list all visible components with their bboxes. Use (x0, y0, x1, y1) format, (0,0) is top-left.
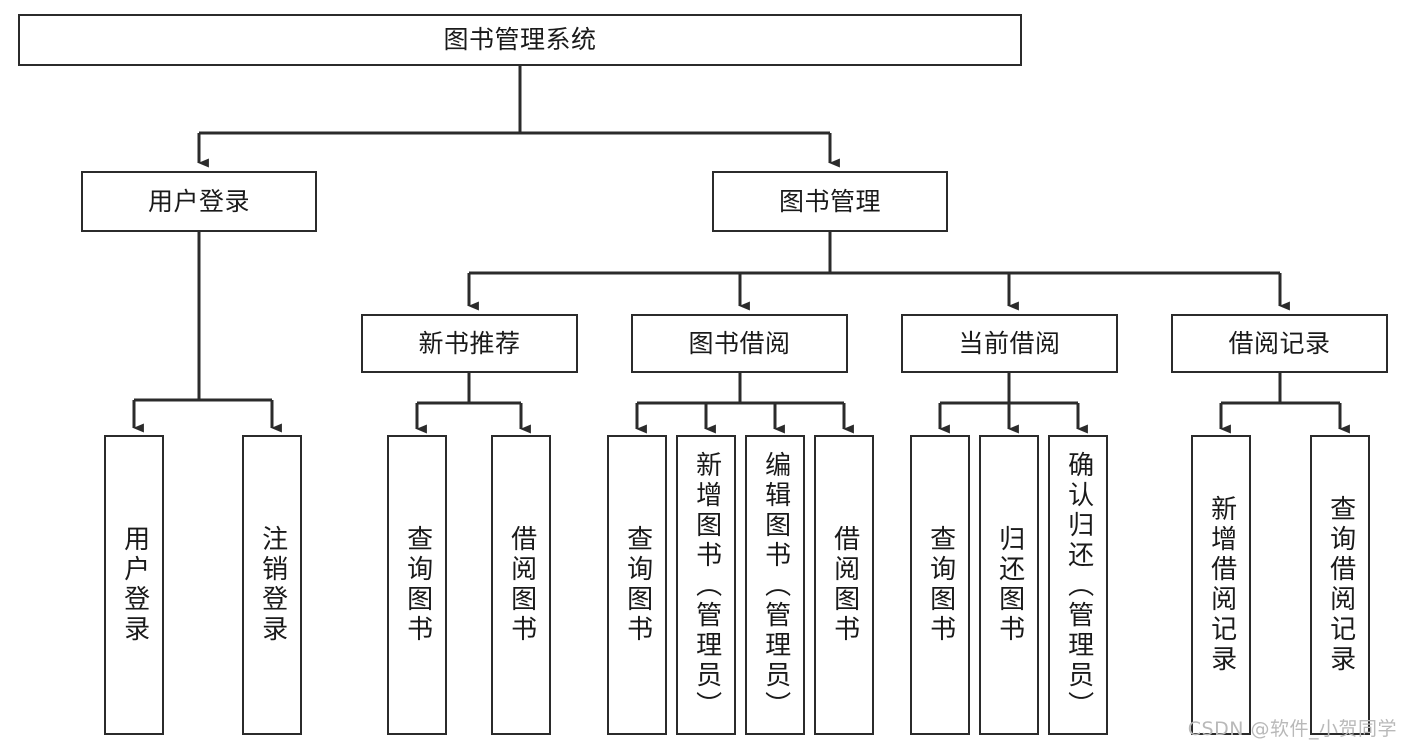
node-user-login[interactable]: 用户登录 (81, 171, 317, 232)
node-label: 图书管理系统 (443, 25, 597, 54)
leaf-edit-book-admin[interactable]: 编辑图书（管理员） (745, 435, 805, 735)
node-label: 归还图书 (994, 525, 1025, 645)
node-label: 图书借阅 (688, 328, 791, 358)
leaf-query-book-recommend[interactable]: 查询图书 (387, 435, 447, 735)
watermark: CSDN @软件_小贺同学 (1187, 718, 1397, 740)
node-label: 新书推荐 (418, 328, 521, 358)
node-label: 借阅图书 (829, 525, 860, 645)
node-new-book-recommend[interactable]: 新书推荐 (361, 314, 578, 373)
node-label: 查询图书 (622, 525, 653, 645)
node-label: 图书管理 (778, 186, 881, 216)
leaf-borrow-book[interactable]: 借阅图书 (814, 435, 874, 735)
node-label: 借阅图书 (506, 525, 537, 645)
leaf-add-book-admin[interactable]: 新增图书（管理员） (676, 435, 736, 735)
node-label: 用户登录 (147, 186, 250, 216)
node-borrow-record[interactable]: 借阅记录 (1171, 314, 1388, 373)
node-label: 新增借阅记录 (1206, 495, 1237, 675)
leaf-confirm-return-admin[interactable]: 确认归还（管理员） (1048, 435, 1108, 735)
node-label: 查询借阅记录 (1325, 495, 1356, 675)
node-label: 查询图书 (925, 525, 956, 645)
node-label: 查询图书 (402, 525, 433, 645)
node-label: 注销登录 (257, 525, 288, 645)
leaf-user-login[interactable]: 用户登录 (104, 435, 164, 735)
leaf-query-book-borrow[interactable]: 查询图书 (607, 435, 667, 735)
node-book-management[interactable]: 图书管理 (712, 171, 948, 232)
node-root-system[interactable]: 图书管理系统 (18, 14, 1022, 66)
node-label: 编辑图书（管理员） (760, 451, 791, 721)
node-label: 确认归还（管理员） (1063, 451, 1094, 721)
node-label: 新增图书（管理员） (691, 451, 722, 721)
leaf-borrow-book-recommend[interactable]: 借阅图书 (491, 435, 551, 735)
leaf-add-borrow-record[interactable]: 新增借阅记录 (1191, 435, 1251, 735)
node-current-borrow[interactable]: 当前借阅 (901, 314, 1118, 373)
leaf-return-book[interactable]: 归还图书 (979, 435, 1039, 735)
node-label: 当前借阅 (958, 328, 1061, 358)
node-label: 借阅记录 (1228, 328, 1331, 358)
node-book-borrow[interactable]: 图书借阅 (631, 314, 848, 373)
leaf-query-borrow-record[interactable]: 查询借阅记录 (1310, 435, 1370, 735)
leaf-query-book-current[interactable]: 查询图书 (910, 435, 970, 735)
node-label: 用户登录 (119, 525, 150, 645)
leaf-logout[interactable]: 注销登录 (242, 435, 302, 735)
